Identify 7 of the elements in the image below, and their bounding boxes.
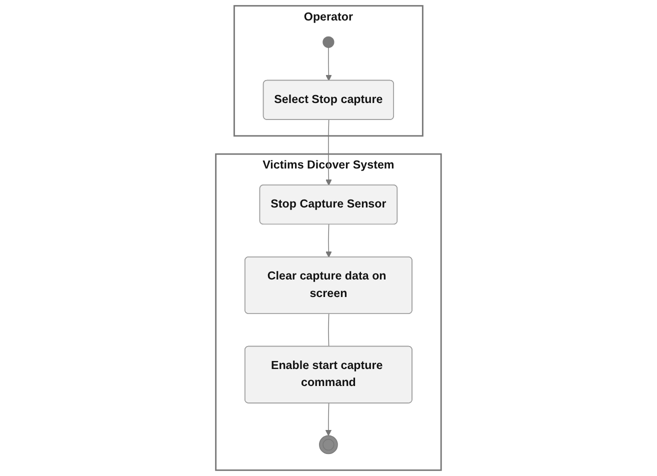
arrow bbox=[326, 47, 332, 81]
connector bbox=[328, 314, 330, 347]
node-circle bbox=[319, 435, 338, 454]
node-circle bbox=[322, 36, 334, 48]
arrow bbox=[326, 224, 332, 258]
arrow bbox=[326, 120, 332, 186]
arrow bbox=[325, 402, 332, 436]
